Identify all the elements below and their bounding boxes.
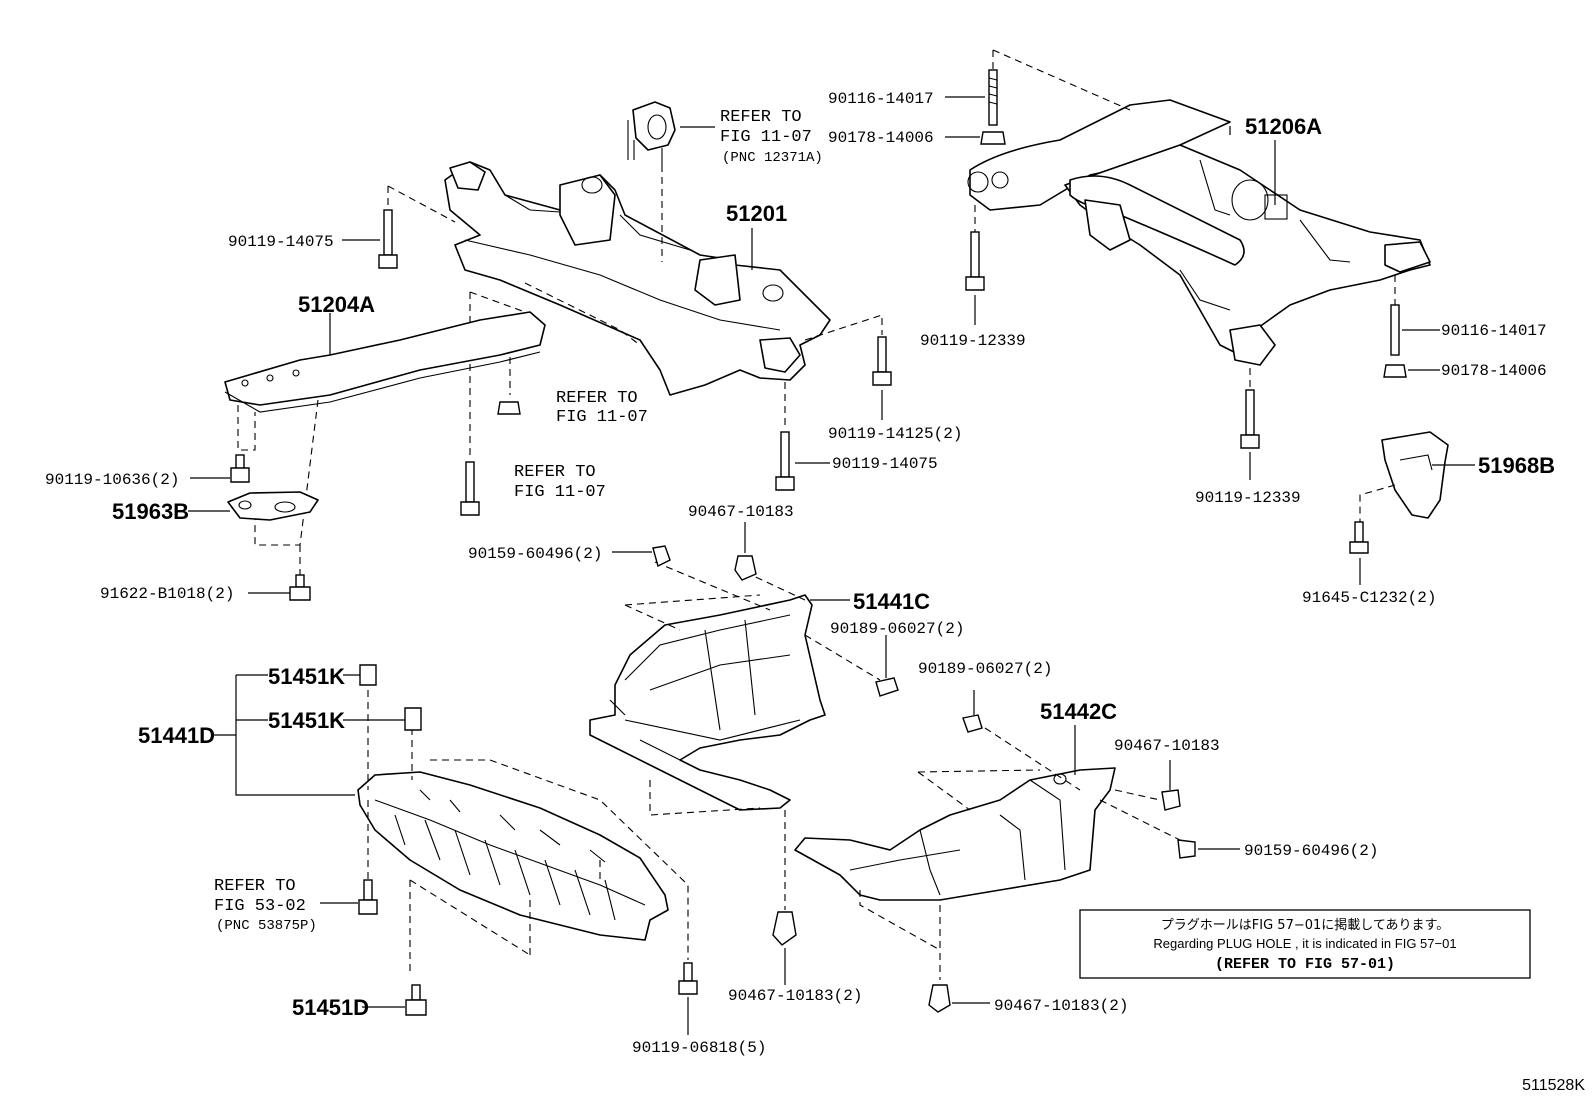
label-51441d: 51441D <box>138 723 215 748</box>
refer-fig-53-02-line2: FIG 53-02 <box>214 897 306 916</box>
clip-icon <box>1161 789 1181 811</box>
clip-icon <box>734 555 757 581</box>
label-90119-14075-b: 90119-14075 <box>832 455 938 473</box>
label-90119-12339-b: 90119-12339 <box>1195 489 1301 507</box>
label-51451d: 51451D <box>292 995 369 1020</box>
clip-icon <box>772 911 797 946</box>
label-90178-14006-right: 90178-14006 <box>1441 362 1547 380</box>
front-suspension-member <box>444 161 831 396</box>
refer-fig-11-07-c-line2: FIG 11-07 <box>514 483 606 502</box>
bolt-icon <box>1349 521 1369 554</box>
label-90119-12339-a: 90119-12339 <box>920 332 1026 350</box>
clip-icon <box>928 984 951 1013</box>
label-90119-06818: 90119-06818(5) <box>632 1039 766 1057</box>
under-cover-51441d <box>357 771 669 941</box>
bolt-icon <box>1240 389 1260 449</box>
stud-bolt-icon <box>1390 304 1400 356</box>
label-90189-06027-a: 90189-06027(2) <box>830 620 964 638</box>
refer-pnc-53875p: (PNC 53875P) <box>216 918 317 934</box>
refer-fig-11-07-line1: REFER TO <box>720 108 802 127</box>
drawing-code: 511528K <box>1522 1077 1585 1094</box>
label-90178-14006-top: 90178-14006 <box>828 129 934 147</box>
rear-suspension-member <box>967 99 1431 366</box>
engine-mount <box>627 101 676 165</box>
bolt-icon <box>875 677 899 697</box>
label-90159-60496-b: 90159-60496(2) <box>1244 842 1378 860</box>
label-51441c: 51441C <box>853 589 930 614</box>
refer-fig-11-07-c-line1: REFER TO <box>514 463 596 482</box>
screw-icon <box>1177 839 1196 859</box>
brace-51204a <box>224 311 546 413</box>
label-90116-14017-right: 90116-14017 <box>1441 322 1547 340</box>
plug-hole-note: プラグホールはFIG 57−01に掲載してあります。 Regarding PLU… <box>1079 909 1531 979</box>
bolt-icon <box>460 461 480 516</box>
label-90119-14075-a: 90119-14075 <box>228 233 334 251</box>
screw-icon <box>652 545 671 568</box>
refer-pnc-12371a: (PNC 12371A) <box>722 150 823 166</box>
bracket-51968b <box>1381 431 1449 519</box>
note-english: Regarding PLUG HOLE , it is indicated in… <box>1153 936 1456 951</box>
label-51451k-b: 51451K <box>268 708 345 733</box>
label-90119-10636: 90119-10636(2) <box>45 471 179 489</box>
label-51206a: 51206A <box>1245 114 1322 139</box>
stud-bolt-icon <box>988 69 998 126</box>
clip-icon <box>404 707 422 731</box>
label-90467-10183-c: 90467-10183(2) <box>728 987 862 1005</box>
bolt-icon <box>378 209 398 269</box>
bolt-icon <box>965 231 985 291</box>
plate-51963b <box>227 491 319 521</box>
label-51204a: 51204A <box>298 292 375 317</box>
under-cover-51441c <box>589 594 826 811</box>
bolt-icon <box>289 574 311 601</box>
nut-icon <box>497 401 521 415</box>
label-90467-10183-a: 90467-10183 <box>688 503 794 521</box>
bolt-icon <box>405 984 427 1016</box>
label-90119-14125: 90119-14125(2) <box>828 425 962 443</box>
label-91622-b1018: 91622-B1018(2) <box>100 585 234 603</box>
bolt-icon <box>775 431 795 491</box>
label-51451k-a: 51451K <box>268 664 345 689</box>
refer-fig-11-07-b-line2: FIG 11-07 <box>556 408 648 427</box>
label-51201: 51201 <box>726 201 787 226</box>
label-90467-10183-b: 90467-10183 <box>1114 737 1220 755</box>
clip-icon <box>359 664 377 686</box>
bolt-icon <box>358 879 378 915</box>
label-91645-c1232: 91645-C1232(2) <box>1302 589 1436 607</box>
note-japanese: プラグホールはFIG 57−01に掲載してあります。 <box>1161 917 1449 933</box>
nut-icon <box>1383 364 1407 378</box>
nut-icon <box>980 131 1006 145</box>
bolt-icon <box>678 962 698 995</box>
label-51968b: 51968B <box>1478 453 1555 478</box>
label-90116-14017-top: 90116-14017 <box>828 90 934 108</box>
label-90467-10183-d: 90467-10183(2) <box>994 997 1128 1015</box>
label-90189-06027-b: 90189-06027(2) <box>918 660 1052 678</box>
under-cover-51442c <box>794 767 1116 901</box>
bolt-icon <box>872 336 892 386</box>
bolt-icon <box>230 454 250 483</box>
refer-fig-53-02-line1: REFER TO <box>214 877 296 896</box>
label-90159-60496-a: 90159-60496(2) <box>468 545 602 563</box>
bolt-icon <box>962 714 983 733</box>
label-51442c: 51442C <box>1040 699 1117 724</box>
refer-fig-11-07-b-line1: REFER TO <box>556 389 638 408</box>
refer-fig-11-07-line2: FIG 11-07 <box>720 128 812 147</box>
label-51963b: 51963B <box>112 499 189 524</box>
note-refer: (REFER TO FIG 57-01) <box>1215 956 1395 973</box>
